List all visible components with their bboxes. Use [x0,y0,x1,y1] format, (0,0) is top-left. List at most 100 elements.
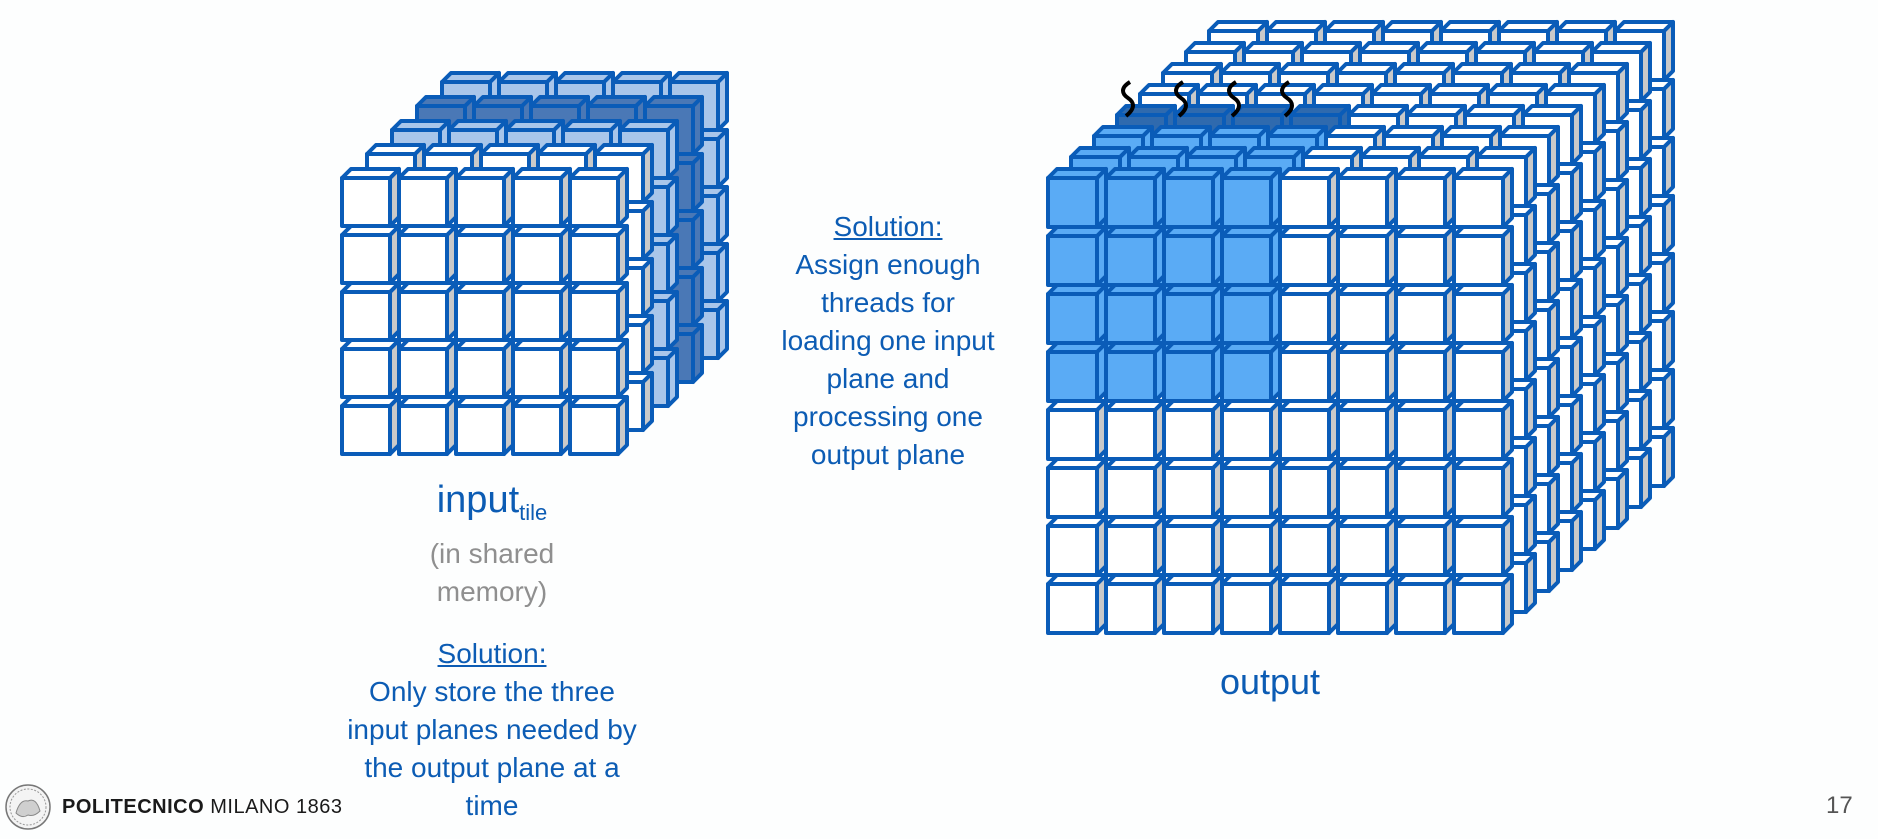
solution-line: output plane [810,439,966,470]
brand-name: POLITECNICO MILANO 1863 [62,795,343,818]
input-cube [511,395,572,456]
input-cube [511,224,572,285]
input-cube [454,167,515,228]
output-cube [1162,399,1224,461]
input-cube [340,395,401,456]
input-tile-label: inputtile (in shared memory) [392,478,592,611]
output-cube [1220,399,1282,461]
solution-line: loading one input [781,325,995,356]
university-seal-icon [5,784,51,830]
output-cube [1278,167,1340,229]
output-cube [1104,225,1166,287]
output-cube [1278,283,1340,345]
input-cube [568,281,629,342]
solution-line: time [465,790,519,821]
input-cube [568,167,629,228]
footer-logo: POLITECNICO MILANO 1863 [4,783,342,831]
output-cube [1046,167,1108,229]
output-cube [1336,399,1398,461]
output-cube [1162,225,1224,287]
output-cube [1336,573,1398,635]
output-cube [1452,573,1514,635]
output-cube [1104,573,1166,635]
output-cube [1336,515,1398,577]
output-cube [1452,341,1514,403]
thread-icon [1121,80,1135,118]
output-cube [1336,341,1398,403]
output-cube [1104,167,1166,229]
output-cube [1220,457,1282,519]
output-cube [1452,399,1514,461]
output-cube [1336,283,1398,345]
output-cube [1452,283,1514,345]
output-cube [1220,167,1282,229]
input-cube [568,395,629,456]
output-cube [1104,457,1166,519]
output-cube [1162,341,1224,403]
output-cube [1278,341,1340,403]
output-cube [1394,457,1456,519]
output-cube [1162,167,1224,229]
output-cube [1394,225,1456,287]
input-cube [454,224,515,285]
output-cube [1278,515,1340,577]
output-cube [1046,573,1108,635]
output-label: output [1219,661,1321,702]
input-cube [397,167,458,228]
output-cube [1394,515,1456,577]
input-cube [340,224,401,285]
output-cube [1394,341,1456,403]
output-cube [1046,283,1108,345]
output-cube [1046,515,1108,577]
input-cube [568,338,629,399]
input-label-main: input [436,479,520,521]
output-cube [1162,283,1224,345]
input-cube [340,281,401,342]
shared-memory-note: (in shared [429,538,555,569]
output-cube [1278,457,1340,519]
solution-line: the output plane at a [364,752,620,783]
output-cube [1452,515,1514,577]
output-cube [1278,399,1340,461]
output-cube [1104,515,1166,577]
input-cube [511,281,572,342]
output-cube [1104,399,1166,461]
page-number: 17 [1826,792,1853,819]
input-cube [397,395,458,456]
input-cube [397,224,458,285]
output-cube [1046,399,1108,461]
output-cube [1394,399,1456,461]
output-cube [1046,225,1108,287]
output-cube [1046,341,1108,403]
output-cube [1220,283,1282,345]
output-cube [1278,225,1340,287]
output-cube [1104,283,1166,345]
solution-line: Only store the three [369,676,615,707]
solution-line: processing one [793,401,983,432]
thread-icon [1280,80,1294,118]
thread-icon [1227,80,1241,118]
output-cube [1336,167,1398,229]
input-cube [511,167,572,228]
solution-line: threads for [821,287,955,318]
input-cube [397,338,458,399]
input-cube [454,338,515,399]
input-cube [397,281,458,342]
output-cube [1162,457,1224,519]
output-cube [1452,167,1514,229]
solution-heading: Solution: [833,211,943,242]
solution-heading: Solution: [437,638,547,669]
input-cube [454,281,515,342]
output-cube [1220,573,1282,635]
output-cube [1452,225,1514,287]
output-cube [1104,341,1166,403]
input-cube [568,224,629,285]
output-cube [1046,457,1108,519]
output-cube [1220,341,1282,403]
solution-line: plane and [826,363,950,394]
shared-memory-note: memory) [436,576,548,607]
output-cube [1162,573,1224,635]
output-cube [1220,515,1282,577]
input-label-subscript: tile [519,500,548,525]
